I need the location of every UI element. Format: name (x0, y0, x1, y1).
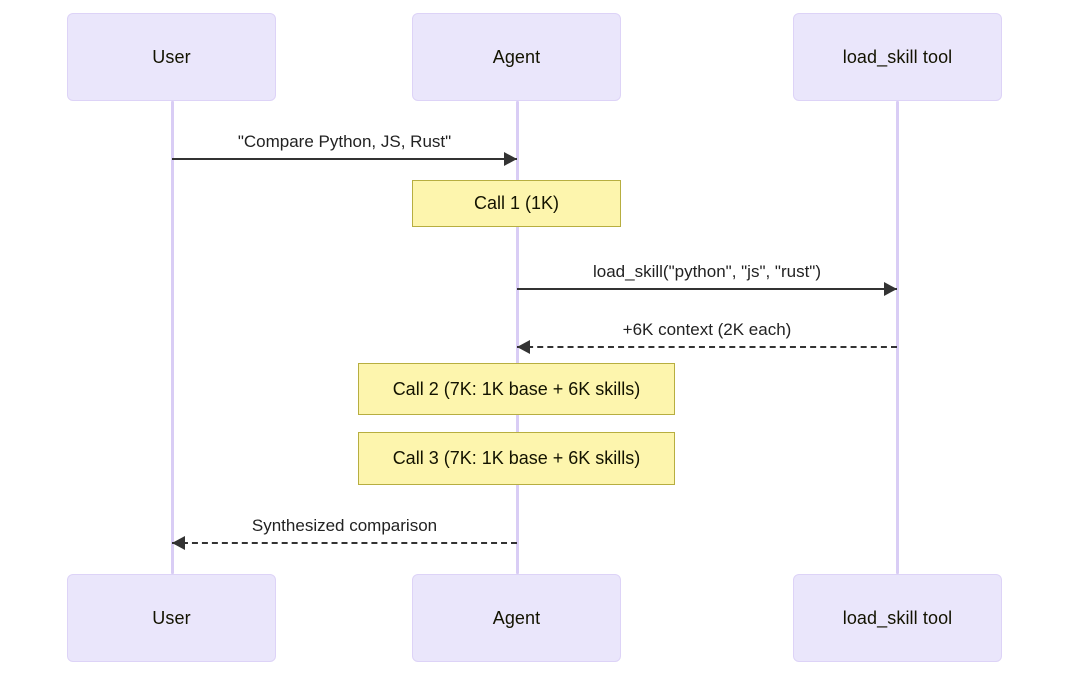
participant-header-agent[interactable]: Agent (412, 13, 621, 101)
note-call-1: Call 1 (1K) (412, 180, 621, 227)
participant-header-agent-label: Agent (492, 46, 541, 67)
participant-footer-agent-label: Agent (492, 607, 541, 628)
message-context-return-label: +6K context (2K each) (622, 320, 792, 339)
note-call-2-label: Call 2 (7K: 1K base + 6K skills) (392, 378, 641, 399)
arrowhead-icon (884, 282, 897, 296)
participant-footer-agent[interactable]: Agent (412, 574, 621, 662)
participant-footer-tool[interactable]: load_skill tool (793, 574, 1002, 662)
message-context-return: +6K context (2K each) (517, 320, 897, 354)
arrowhead-icon (517, 340, 530, 354)
message-line (172, 542, 517, 544)
arrowhead-icon (504, 152, 517, 166)
note-call-2: Call 2 (7K: 1K base + 6K skills) (358, 363, 675, 415)
message-synthesized-comparison-label: Synthesized comparison (251, 516, 438, 535)
participant-footer-user-label: User (152, 607, 191, 628)
participant-footer-user[interactable]: User (67, 574, 276, 662)
note-call-3-label: Call 3 (7K: 1K base + 6K skills) (392, 448, 641, 468)
note-call-1-label: Call 1 (1K) (473, 193, 560, 213)
participant-header-user[interactable]: User (67, 13, 276, 101)
message-compare-request: "Compare Python, JS, Rust" (172, 132, 517, 166)
message-line (517, 288, 897, 290)
message-load-skill-call-label: load_skill("python", "js", "rust") (592, 262, 822, 281)
participant-footer-tool-label: load_skill tool (842, 607, 953, 628)
message-load-skill-call: load_skill("python", "js", "rust") (517, 262, 897, 296)
note-call-3: Call 3 (7K: 1K base + 6K skills) (358, 432, 675, 485)
arrowhead-icon (172, 536, 185, 550)
message-line (517, 346, 897, 348)
message-line (172, 158, 517, 160)
lifeline-tool (896, 101, 899, 574)
message-synthesized-comparison: Synthesized comparison (172, 516, 517, 550)
message-compare-request-label: "Compare Python, JS, Rust" (237, 132, 452, 151)
participant-header-tool[interactable]: load_skill tool (793, 13, 1002, 101)
participant-header-tool-label: load_skill tool (842, 46, 953, 67)
participant-header-user-label: User (152, 46, 191, 67)
lifeline-user (171, 101, 174, 574)
lifeline-agent (516, 101, 519, 574)
